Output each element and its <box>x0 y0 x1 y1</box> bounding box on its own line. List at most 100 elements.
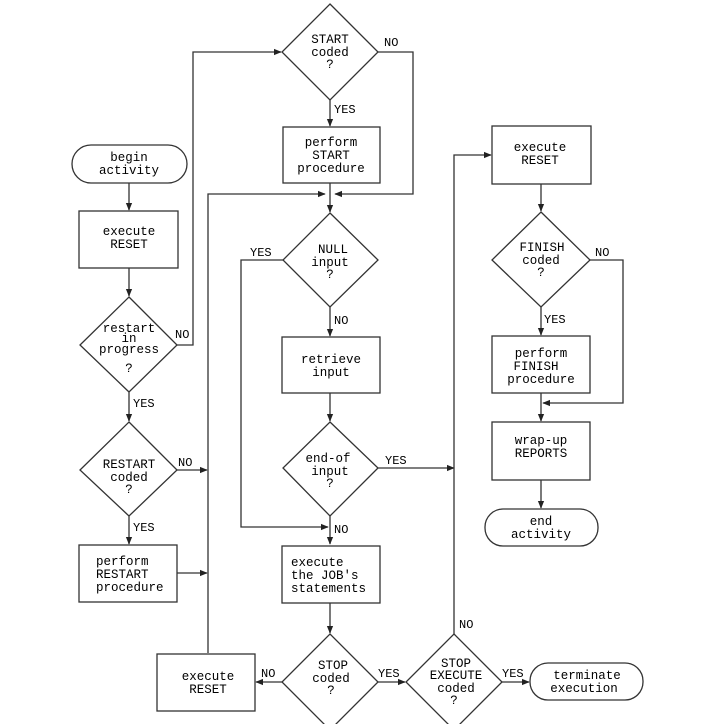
node-text: STOP <box>441 657 471 671</box>
node-text: FINISH <box>513 360 558 374</box>
node-text: NULL <box>318 243 348 257</box>
edge-start-no <box>334 51 414 198</box>
node-text: ? <box>125 483 133 497</box>
node-text: RESTART <box>96 568 149 582</box>
node-text: perform <box>96 555 149 569</box>
node-text: execute <box>103 225 156 239</box>
node-text: ? <box>326 58 334 72</box>
label-eoi-no: NO <box>334 523 348 537</box>
label-null-no: NO <box>334 314 348 328</box>
node-text: execute <box>182 670 235 684</box>
node-text: EXECUTE <box>430 669 483 683</box>
node-text: end <box>530 515 553 529</box>
node-text: the JOB's <box>291 569 359 583</box>
label-finish-no: NO <box>595 246 609 260</box>
label-restartcoded-yes: YES <box>133 521 155 535</box>
label-stop-yes: YES <box>378 667 400 681</box>
node-text: progress <box>99 343 159 357</box>
node-text: coded <box>311 46 349 60</box>
node-text: input <box>312 366 350 380</box>
node-text: input <box>311 465 349 479</box>
node-text: activity <box>511 528 572 542</box>
node-text: begin <box>110 151 148 165</box>
edge-loop-to-null <box>207 190 326 653</box>
node-text: ? <box>450 694 458 708</box>
label-start-no: NO <box>384 36 398 50</box>
node-text: execute <box>514 141 567 155</box>
label-stopexec-no: NO <box>459 618 473 632</box>
label-finish-yes: YES <box>544 313 566 327</box>
label-eoi-yes: YES <box>385 454 407 468</box>
node-text: ? <box>327 684 335 698</box>
connectors <box>125 48 624 686</box>
node-text: FINISH <box>519 241 564 255</box>
node-text: ? <box>326 268 334 282</box>
node-text: retrieve <box>301 353 361 367</box>
node-text: coded <box>437 682 475 696</box>
node-text: ? <box>125 362 133 376</box>
label-stop-no: NO <box>261 667 275 681</box>
node-text: statements <box>291 582 366 596</box>
node-text: end-of <box>305 452 350 466</box>
label-restartcoded-no: NO <box>178 456 192 470</box>
node-text: perform <box>515 347 568 361</box>
node-text: ? <box>326 477 334 491</box>
node-text: START <box>312 149 350 163</box>
edge-restartprogress-no <box>177 48 282 346</box>
edge-labels: NO YES YES NO NO YES NO YES YES NO NO YE… <box>133 36 609 681</box>
node-text: restart <box>103 322 156 336</box>
node-text: execute <box>291 556 344 570</box>
node-text: RESET <box>110 238 148 252</box>
node-text: RESET <box>189 683 227 697</box>
node-text: in <box>121 332 136 346</box>
edge-stopexec-no <box>453 151 492 634</box>
node-text: coded <box>110 471 148 485</box>
node-text: ? <box>537 266 545 280</box>
node-text: coded <box>312 672 350 686</box>
node-text: RESET <box>521 154 559 168</box>
node-text: input <box>311 256 349 270</box>
node-text: perform <box>305 136 358 150</box>
node-text: STOP <box>318 659 348 673</box>
node-text: execution <box>550 682 618 696</box>
node-text: REPORTS <box>515 447 568 461</box>
node-text: START <box>311 33 349 47</box>
node-text: procedure <box>96 581 164 595</box>
label-stopexec-yes: YES <box>502 667 524 681</box>
